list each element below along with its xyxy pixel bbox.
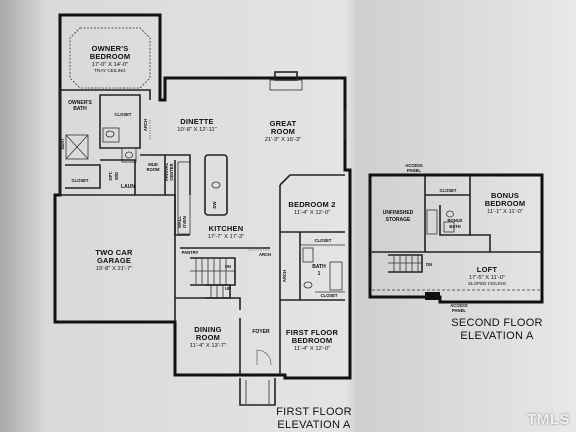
closet-owner-bottom-label: CLOSET — [72, 178, 89, 183]
dishwasher-label: DW — [212, 201, 217, 208]
arrival-center-label-2: CENTER — [169, 163, 174, 180]
loft-dims: 17'-5" X 11'-0" — [469, 275, 505, 281]
dinette-label: DINETTE — [180, 117, 213, 126]
owners-bedroom-label-2: BEDROOM — [90, 52, 131, 61]
arch-bedroom2-label: ARCH — [282, 270, 287, 282]
bonus-bedroom-label-2: BEDROOM — [485, 199, 526, 208]
bath1-label-1: BATH — [312, 264, 326, 270]
first-floor-bedroom-dims: 11'-4" X 12'-0" — [294, 346, 330, 352]
great-room-dims: 21'-3" X 16'-3" — [265, 137, 302, 143]
second-floor-labels: ACCESS PANEL UNFINISHED STORAGE CLOSET B… — [383, 163, 543, 342]
kitchen-label: KITCHEN — [209, 224, 244, 233]
closet-bedroom2-label: CLOSET — [315, 238, 332, 243]
arch-owner-label: ARCH — [143, 119, 148, 131]
access-panel-bottom-label-2: PANEL — [452, 308, 466, 313]
closet-owner-top-label: CLOSET — [115, 112, 132, 117]
first-floor-caption-2: ELEVATION A — [277, 419, 351, 431]
dining-room-dims: 11'-4" X 13'-7" — [190, 343, 226, 349]
second-floor-caption-2: ELEVATION A — [460, 330, 534, 342]
foyer-label: FOYER — [252, 329, 270, 335]
first-floor-caption-1: FIRST FLOOR — [276, 406, 352, 418]
great-room-label-1: GREAT — [270, 119, 297, 128]
stair-down-label: DN — [225, 264, 231, 269]
first-floor-bedroom-label-1: FIRST FLOOR — [286, 328, 339, 337]
tmls-watermark: TMLS — [527, 411, 570, 428]
bedroom2-dims: 11'-4" X 12'-0" — [294, 210, 330, 216]
owners-bath-label-1: OWNER'S — [68, 100, 92, 106]
seat-label: SEAT — [60, 138, 65, 149]
second-floor-plan — [368, 173, 544, 304]
second-floor-caption-1: SECOND FLOOR — [451, 317, 543, 329]
wall-oven-label-2: OVEN — [182, 216, 187, 228]
mud-room-label-2: ROOM — [146, 167, 160, 172]
bonus-bedroom-dims: 11'-1" X 11'-0" — [487, 209, 523, 215]
owners-bedroom-dims: 17'-0" X 14'-0" — [92, 62, 129, 68]
unfinished-storage-label-1: UNFINISHED — [383, 210, 414, 216]
first-floor-plan — [53, 13, 352, 406]
owners-bedroom-note: TRAY CEILING — [94, 68, 126, 73]
owners-bath-label-2: BATH — [73, 106, 87, 112]
dinette-dims: 10'-8" X 12'-11" — [177, 127, 216, 133]
closet-first-floor-bedroom-label: CLOSET — [321, 293, 338, 298]
owners-bedroom-label-1: OWNER'S — [92, 44, 129, 53]
first-floor-bedroom-label-2: BEDROOM — [292, 336, 333, 345]
bonus-bedroom-label-1: BONUS — [491, 191, 519, 200]
stair-up-label: UP — [225, 286, 231, 291]
bonus-bath-label-2: BATH — [449, 224, 460, 229]
bath1-label-2: 1 — [318, 271, 321, 277]
bonus-bath-label-1: BONUS — [447, 218, 462, 223]
mud-room-label-1: MUD — [148, 162, 158, 167]
first-floor-labels: OWNER'S BEDROOM 17'-0" X 14'-0" TRAY CEI… — [60, 44, 352, 431]
second-floor-closet-label: CLOSET — [440, 188, 457, 193]
bedroom2-label: BEDROOM 2 — [288, 200, 335, 209]
garage-label-1: TWO CAR — [95, 248, 133, 257]
access-panel-top-label-1: ACCESS — [405, 163, 423, 168]
unfinished-storage-label-2: STORAGE — [386, 217, 411, 223]
washer-dryer-label-2: W/D — [114, 172, 119, 180]
dining-room-label-2: ROOM — [196, 333, 220, 342]
arch-kitchen-label: ARCH — [259, 252, 271, 257]
loft-label: LOFT — [477, 265, 498, 274]
washer-dryer-label-1: OPT. — [108, 171, 113, 180]
access-panel-bottom-label-1: ACCESS — [450, 303, 468, 308]
second-floor-stair-down-label: DN — [426, 262, 432, 267]
arrival-center-label-1: ARRIVAL — [164, 162, 169, 181]
great-room-label-2: ROOM — [271, 127, 295, 136]
garage-dims: 19'-8" X 21'-7" — [96, 266, 133, 272]
loft-note: SLOPED CEILING — [468, 281, 507, 286]
pantry-label: PANTRY — [182, 250, 199, 255]
garage-label-2: GARAGE — [97, 256, 131, 265]
laundry-label: LAUN — [121, 184, 135, 190]
kitchen-dims: 17'-7" X 17'-3" — [208, 234, 245, 240]
access-panel-top-label-2: PANEL — [407, 168, 421, 173]
wall-oven-label-1: WALL — [177, 216, 182, 228]
dining-room-label-1: DINING — [194, 325, 221, 334]
